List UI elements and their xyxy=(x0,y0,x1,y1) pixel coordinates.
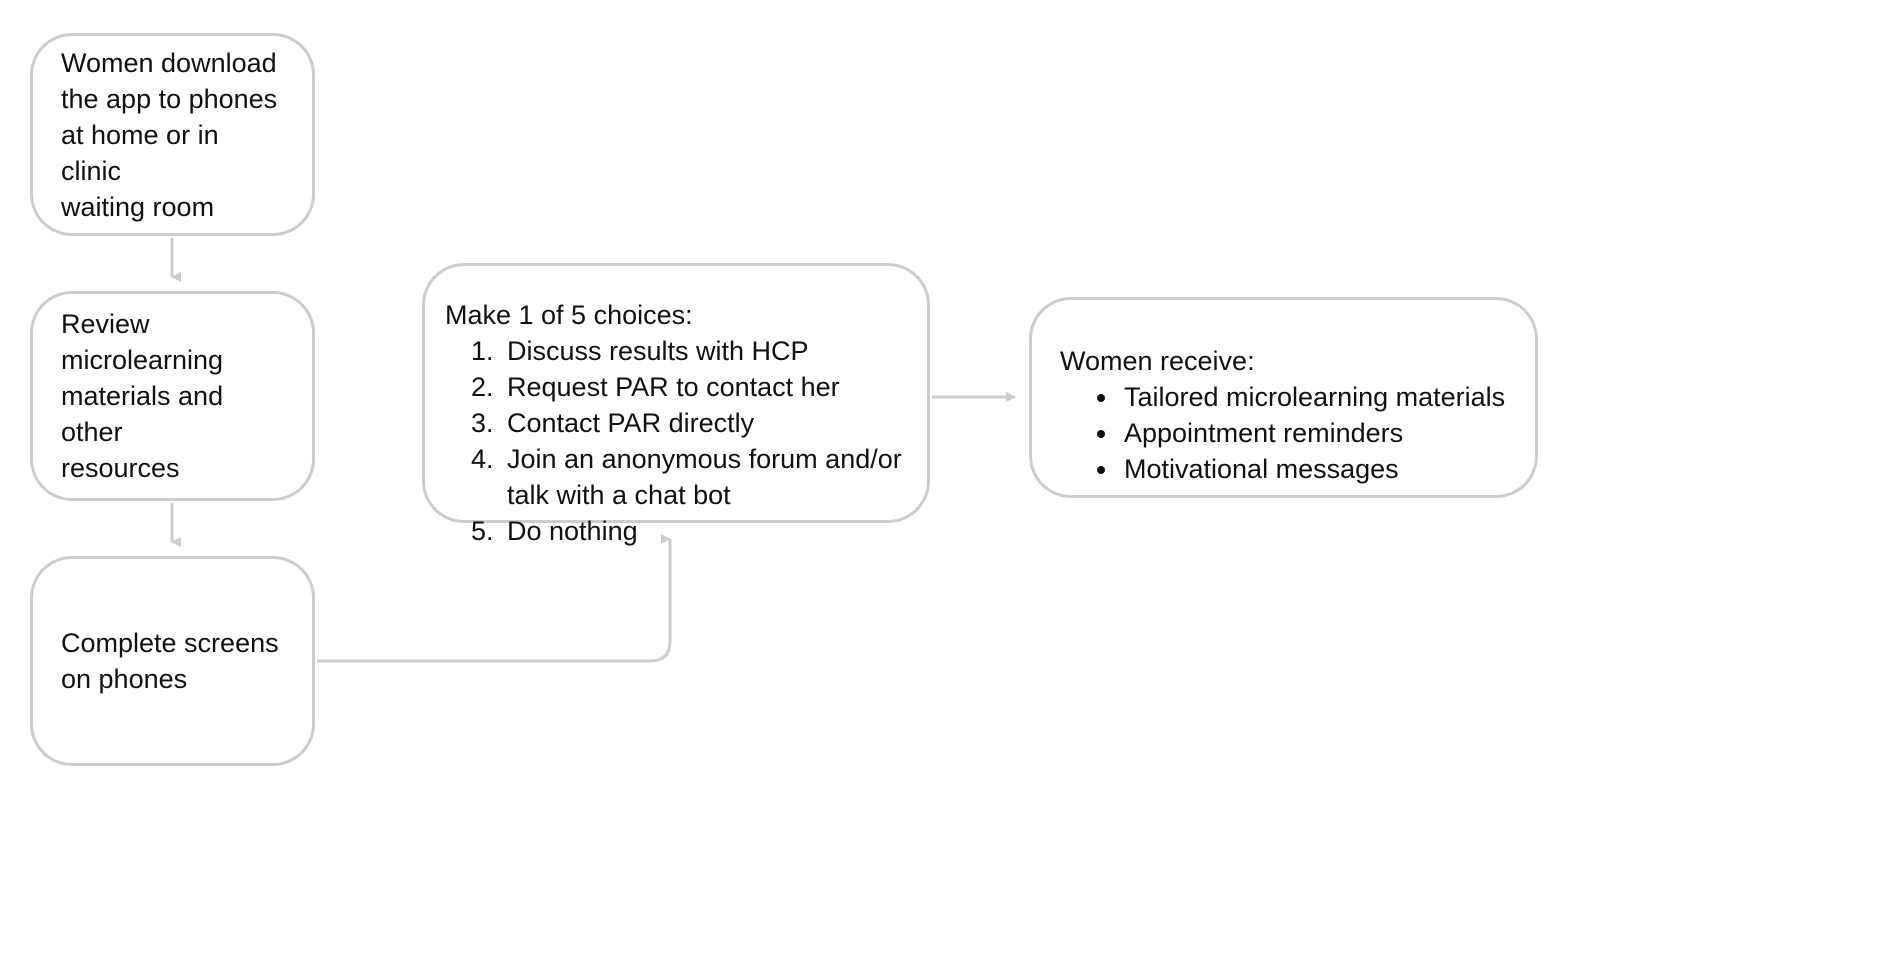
node-make-choices-lead: Make 1 of 5 choices: xyxy=(445,300,693,330)
list-item: Discuss results with HCP xyxy=(501,333,927,369)
list-item: Appointment reminders xyxy=(1120,415,1535,451)
list-item: Do nothing xyxy=(501,513,927,549)
node-download-app-text: Women download the app to phones at home… xyxy=(61,47,278,222)
node-review-materials[interactable]: Review microlearning materials and other… xyxy=(30,291,315,501)
list-item: Contact PAR directly xyxy=(501,405,927,441)
node-women-receive[interactable]: Women receive: Tailored microlearning ma… xyxy=(1029,297,1538,498)
choices-list: Discuss results with HCP Request PAR to … xyxy=(445,333,927,549)
connector-complete-to-choices xyxy=(317,534,672,663)
list-item: Motivational messages xyxy=(1120,451,1535,487)
node-women-receive-lead: Women receive: xyxy=(1060,346,1255,376)
node-make-choices-body: Make 1 of 5 choices: Discuss results wit… xyxy=(425,266,927,549)
node-download-app[interactable]: Women download the app to phones at home… xyxy=(30,33,315,236)
list-item: Request PAR to contact her xyxy=(501,369,927,405)
list-item: Join an anonymous forum and/or talk with… xyxy=(501,441,927,513)
list-item: Tailored microlearning materials xyxy=(1120,379,1535,415)
node-complete-screens[interactable]: Complete screens on phones xyxy=(30,556,315,766)
receive-list: Tailored microlearning materials Appoint… xyxy=(1060,379,1535,487)
node-make-choices[interactable]: Make 1 of 5 choices: Discuss results wit… xyxy=(422,263,930,546)
node-women-receive-body: Women receive: Tailored microlearning ma… xyxy=(1032,300,1535,487)
node-review-materials-text: Review microlearning materials and other… xyxy=(61,309,224,483)
node-complete-screens-text: Complete screens on phones xyxy=(61,628,279,694)
